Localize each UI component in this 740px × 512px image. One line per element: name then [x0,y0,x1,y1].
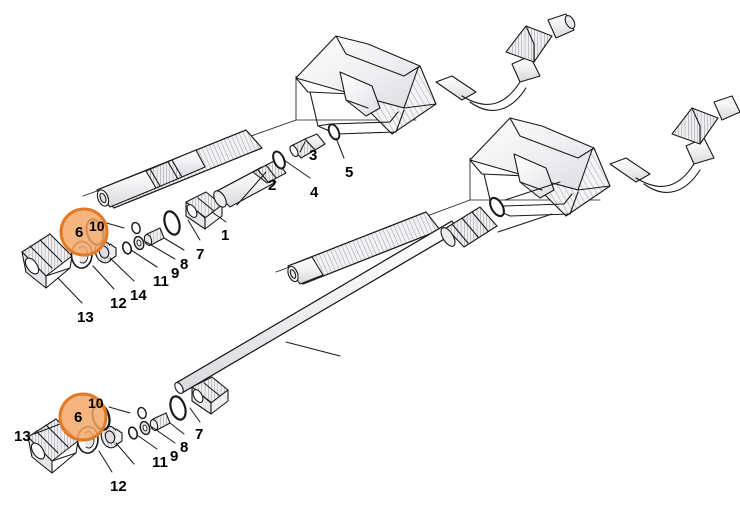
gun-upper-body [295,13,576,135]
part-10-seat-lower [137,406,147,420]
callout-6-lower-highlighted: 6 [74,409,83,426]
callout-9-lower: 9 [170,448,179,465]
callout-8-upper: 8 [180,256,189,273]
spray-gun-lower [275,95,740,285]
part-9-washer-lower [139,420,151,436]
part-10-seat-upper [131,221,141,235]
part-14-insert-lower [100,425,123,449]
callout-12-upper: 12 [110,295,127,312]
part-7-oring-lower [169,395,187,421]
part-1-coupler-lower [191,376,229,415]
part-7-oring-upper [163,210,181,236]
callout-7-lower: 7 [195,426,204,443]
callout-13-lower: 13 [14,428,31,445]
callout-8-lower: 8 [180,439,189,456]
callout-11-upper: 11 [153,273,169,290]
parts-row-lower [27,376,229,474]
part-5-oring-upper [327,123,341,141]
part-3-fitting-upper [289,133,326,159]
gun-lower-lance [287,211,441,285]
part-11-ring-lower [127,426,139,440]
callout-6-upper-highlighted: 6 [75,224,84,241]
callout-3: 3 [309,147,318,164]
callout-2: 2 [268,177,277,194]
callout-10-upper: 10 [89,218,105,234]
callout-12-lower: 12 [110,478,127,495]
callout-10-lower: 10 [88,395,104,411]
callout-4: 4 [310,184,319,201]
part-13-cap-upper [21,233,73,289]
part-8-sleeve-upper [143,227,165,246]
part-4-oring-upper [272,150,286,170]
callout-11-lower: 11 [152,454,168,471]
callout-14-upper: 14 [130,287,147,304]
extension-lance [174,181,561,395]
callout-9-upper: 9 [171,265,180,282]
spray-gun-upper [82,13,576,209]
gun-upper-lance [96,129,263,209]
part-1-coupler-upper [185,191,223,230]
callout-7-upper: 7 [196,246,205,263]
callout-5: 5 [345,164,354,181]
part-8-sleeve-lower [149,412,171,431]
part-9-washer-upper [133,235,145,251]
part-11-ring-upper [121,241,133,255]
callout-1: 1 [221,227,230,244]
gun-lower-body [469,95,740,217]
callout-13-upper: 13 [77,309,94,326]
highlight-markers [58,207,109,442]
